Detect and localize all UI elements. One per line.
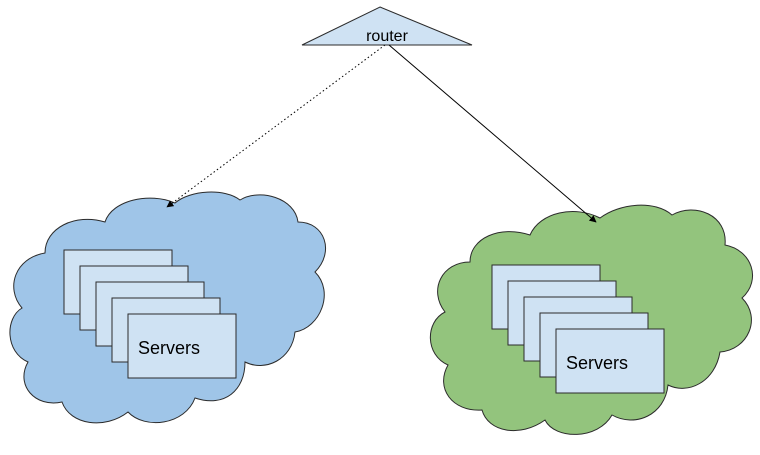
router-node: router: [301, 6, 473, 46]
router-label: router: [366, 28, 408, 45]
servers-label-right: Servers: [566, 353, 628, 373]
server-card-front: [555, 328, 665, 394]
server-stack-right: Servers: [491, 264, 665, 394]
cloud-right: Servers: [429, 204, 753, 435]
servers-label-left: Servers: [138, 338, 200, 358]
link-router-to-right-cloud: [388, 44, 597, 223]
router-shape: [301, 6, 473, 46]
server-card-front: [127, 313, 237, 379]
link-router-to-left-cloud: [166, 44, 386, 208]
cloud-left: Servers: [9, 191, 326, 424]
server-stack-left: Servers: [63, 249, 237, 379]
